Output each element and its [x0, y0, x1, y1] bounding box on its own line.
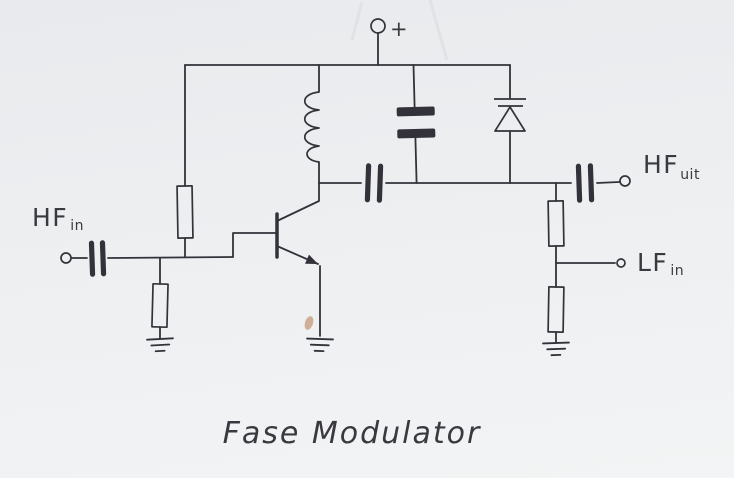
- output-coupling-capacitor-1: [364, 163, 384, 203]
- bypass-capacitor: [396, 64, 436, 184]
- bypass-cap-bottom-wire: [414, 137, 418, 184]
- bias-resistor: [176, 64, 194, 258]
- input-coupling-capacitor: [88, 240, 107, 277]
- bypass-cap-top-wire: [412, 64, 416, 108]
- lf-in-terminal: [616, 258, 626, 268]
- ground-symbol-lf: [542, 341, 570, 357]
- supply-terminal: +: [370, 17, 408, 66]
- lf-shunt-resistor-body: [547, 286, 565, 333]
- shunt-resistor-body: [151, 282, 169, 329]
- base-lead: [232, 232, 277, 258]
- input-shunt-resistor: [146, 257, 174, 353]
- ground-symbol-emitter: [306, 337, 334, 353]
- paper-texture: [304, 0, 449, 330]
- supply-plus-label: +: [390, 17, 408, 41]
- schematic-title: Fase Modulator: [223, 416, 482, 451]
- emitter-arrow: [305, 254, 318, 264]
- paper-stain: [304, 316, 314, 330]
- output-coupling-capacitor-2: [575, 163, 595, 203]
- output-wire-c: [596, 181, 620, 184]
- supply-terminal-circle: [370, 18, 386, 34]
- inductor: [303, 64, 320, 184]
- varactor-anode-triangle: [494, 106, 526, 132]
- base-wire: [107, 256, 234, 259]
- lf-series-resistor-body: [547, 200, 565, 247]
- hf-out-terminal: [619, 175, 631, 187]
- bypass-cap-top-plate: [396, 106, 435, 117]
- varactor-diode: [494, 64, 526, 184]
- hf-uit-label: HFuit: [643, 150, 700, 183]
- collector-lead: [276, 182, 320, 222]
- hf-output-path: HFuit: [318, 150, 700, 203]
- npn-transistor: [275, 182, 334, 353]
- bypass-cap-bottom-plate: [397, 128, 436, 139]
- bias-resistor-body: [176, 185, 194, 239]
- hf-in-terminal: [60, 252, 72, 264]
- ground-symbol-input: [146, 337, 174, 353]
- inductor-coil: [303, 91, 320, 163]
